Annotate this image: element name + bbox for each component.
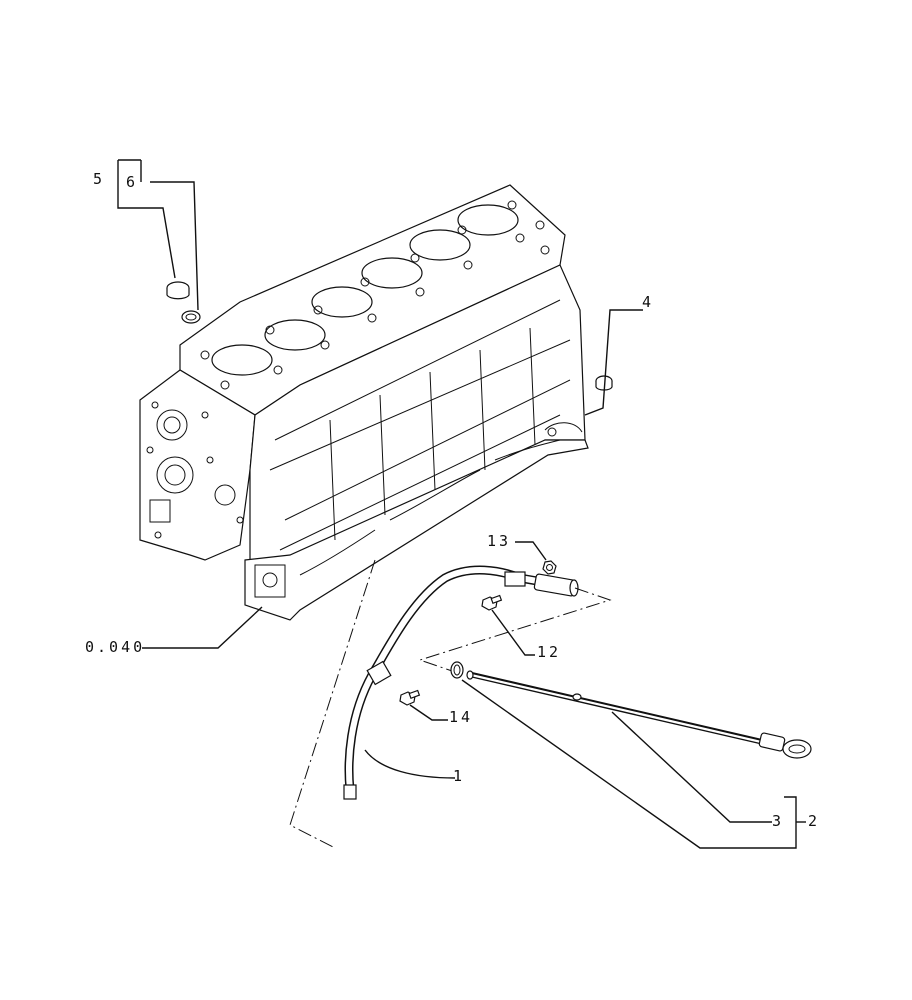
leader-line-4 [584,309,643,416]
callout-label-14: 14 [449,708,473,726]
leader-line-13 [515,541,547,561]
sealing-ring-part-2 [450,661,464,679]
leader-line-14 [409,704,448,721]
nut-part-13 [542,560,557,575]
callout-label-4: 4 [642,293,654,311]
dipstick-guide-tube-part-1 [343,565,579,800]
callout-label-5: 5 [93,170,105,188]
leader-line-3 [611,711,772,823]
leader-line-0040 [142,606,263,649]
callout-label-0040: 0.040 [85,638,145,656]
leader-line-12 [491,609,535,656]
callout-label-2: 2 [808,812,820,830]
callout-label-3: 3 [772,812,784,830]
callout-label-1: 1 [453,767,465,785]
engine-block [139,184,589,621]
bolt-part-14 [399,689,421,706]
callout-label-12: 12 [537,643,561,661]
dipstick-part-3 [466,670,812,759]
leader-bracket-5-6 [118,159,142,182]
leader-line-6 [150,181,199,311]
leader-line-2 [461,679,797,849]
callout-label-13: 13 [487,532,511,550]
sealing-ring-part-6 [181,310,201,324]
callout-label-6: 6 [126,173,138,191]
leader-line-1 [364,749,456,779]
bolt-part-12 [481,594,503,611]
plug-part-5 [166,281,190,300]
centerline-fitting [418,587,612,673]
leader-line-5 [117,160,176,279]
